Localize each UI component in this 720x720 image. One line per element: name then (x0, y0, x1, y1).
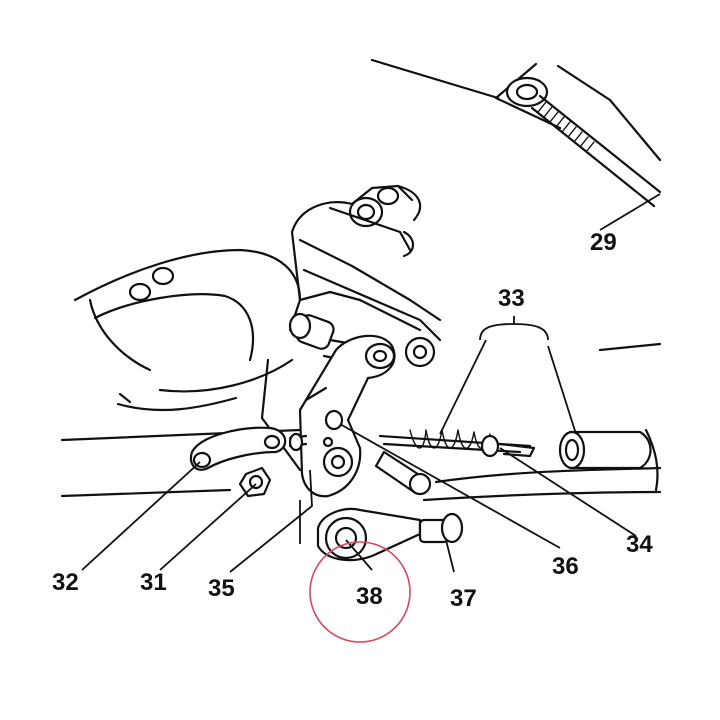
callout-labels: 29 33 34 36 32 31 35 38 37 (52, 229, 653, 612)
sleeve (558, 430, 652, 470)
engine-casing (60, 184, 442, 498)
link-plate (189, 426, 287, 471)
rod-end-bolt (418, 512, 464, 544)
top-frame (370, 58, 662, 208)
shift-lever (298, 334, 396, 498)
spring-assembly (378, 429, 536, 458)
callout-38: 38 (356, 583, 383, 610)
leader-lines (81, 193, 661, 573)
callout-bracket-33 (479, 316, 549, 341)
callout-37: 37 (450, 585, 477, 612)
callout-31: 31 (140, 569, 167, 596)
callout-36: 36 (552, 553, 579, 580)
callout-32: 32 (52, 569, 79, 596)
nut (238, 466, 272, 498)
small-bolt (288, 432, 308, 452)
frame-tube (422, 342, 662, 502)
callout-33: 33 (498, 285, 525, 312)
pin (374, 450, 432, 496)
callout-35: 35 (208, 575, 235, 602)
callout-29: 29 (590, 229, 617, 256)
highlight-circle (309, 541, 411, 643)
callout-34: 34 (626, 531, 653, 558)
